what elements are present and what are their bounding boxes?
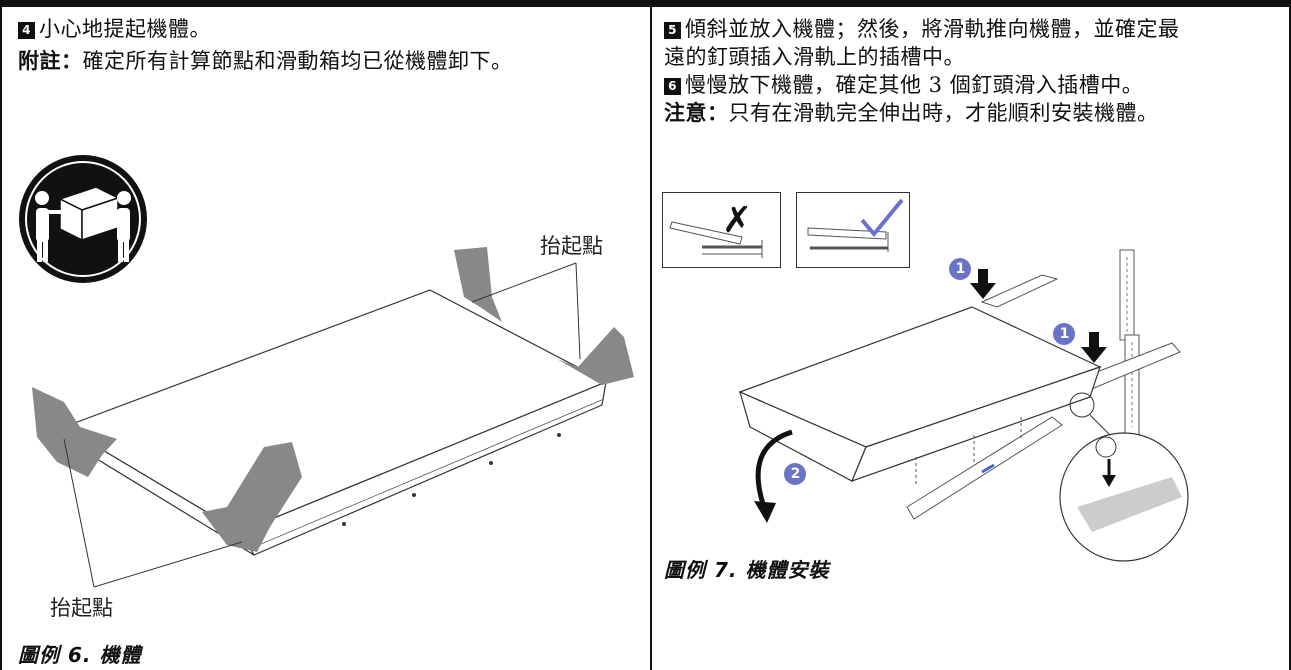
lift-point-label-upper: 抬起點 [540, 234, 603, 258]
figure-7-caption: 圖例 7. 機體安裝 [664, 558, 830, 582]
callout-2: 2 [790, 466, 801, 482]
lift-point-label-lower: 抬起點 [50, 596, 113, 620]
two-person-lift-icon [19, 155, 147, 283]
chassis-installation-illustration [738, 249, 1189, 562]
step-5-line-2: 遠的釘頭插入滑軌上的插槽中。 [664, 45, 965, 69]
callout-1a: 1 [955, 261, 966, 277]
step-number-badge: 5 [664, 22, 681, 39]
incorrect-angle-inset: ✗ [662, 192, 781, 268]
check-mark-icon [860, 198, 904, 238]
figure-6-caption: 圖例 6. 機體 [18, 643, 142, 667]
note-label: 附註： [18, 48, 83, 73]
top-border [0, 0, 1291, 7]
chassis-illustration [32, 247, 634, 588]
column-divider [650, 0, 652, 670]
caution-text: 只有在滑軌完全伸出時，才能順利安裝機體。 [728, 101, 1159, 125]
step-5-text-1: 傾斜並放入機體；然後，將滑軌推向機體，並確定最 [685, 17, 1180, 41]
caution-line: 注意：只有在滑軌完全伸出時，才能順利安裝機體。 [664, 99, 1159, 127]
step-number-badge: 6 [664, 78, 681, 95]
note-text: 確定所有計算節點和滑動箱均已從機體卸下。 [82, 49, 513, 73]
step-6-text: 慢慢放下機體，確定其他 3 個釘頭滑入插槽中。 [685, 73, 1144, 97]
caution-label: 注意： [664, 100, 729, 125]
right-border [1289, 0, 1291, 670]
callout-1b: 1 [1059, 326, 1070, 342]
note-line: 附註：確定所有計算節點和滑動箱均已從機體卸下。 [18, 47, 513, 75]
cross-mark-icon: ✗ [722, 200, 752, 241]
step-4-text: 小心地提起機體。 [39, 17, 211, 41]
left-border [0, 0, 2, 670]
correct-angle-inset [796, 192, 910, 268]
step-number-badge: 4 [18, 22, 35, 39]
